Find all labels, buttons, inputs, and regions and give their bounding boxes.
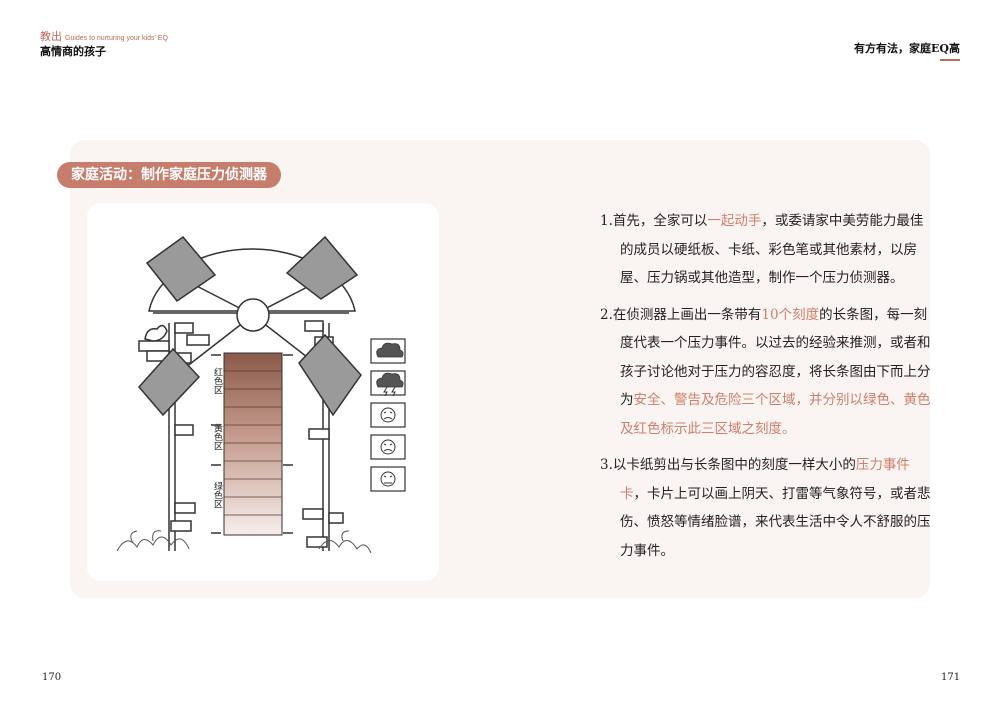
- book-title: 高情商的孩子: [40, 45, 106, 58]
- series-name: 教出: [40, 30, 62, 43]
- brick: [174, 424, 194, 436]
- sad-face-icon: [380, 407, 396, 423]
- step-text: 的长条图，每一刻度代表一个压力事件。以过去的经验来推测，或者和孩子讨论他对于压力…: [620, 306, 931, 409]
- series-english: Guides to nurturing your kids' EQ: [65, 35, 168, 42]
- event-card: [370, 466, 406, 492]
- activity-steps: 1.首先，全家可以一起动手，或委请家中美劳能力最佳的成员以硬纸板、卡纸、彩色笔或…: [600, 207, 932, 573]
- step-number: 3.: [600, 457, 613, 473]
- page-number-left: 170: [42, 672, 62, 683]
- cloudy-icon: [376, 342, 404, 358]
- step-item: 1.首先，全家可以一起动手，或委请家中美劳能力最佳的成员以硬纸板、卡纸、彩色笔或…: [600, 207, 932, 293]
- gauge-ticks: [211, 354, 293, 534]
- brick: [170, 520, 192, 532]
- bird: [144, 324, 168, 342]
- blade-bottom-right: [298, 333, 362, 417]
- event-card: [370, 402, 406, 428]
- highlight-text: 10个刻度: [761, 306, 820, 323]
- highlight-text: 安全、警告及危险三个区域，并分别以绿色、黄色及红色标示此三区域之刻度。: [620, 392, 931, 437]
- plant-decoration: [116, 530, 372, 554]
- highlight-text: 一起动手: [707, 213, 762, 229]
- blade-bottom-left: [138, 347, 201, 417]
- brick: [304, 320, 324, 332]
- zone-label-green: 绿色区: [212, 480, 223, 508]
- angry-face-icon: [380, 439, 396, 455]
- brick: [302, 508, 324, 520]
- brick: [174, 322, 194, 334]
- zone-label-yellow: 黄色区: [212, 422, 223, 450]
- event-card: [370, 434, 406, 460]
- brick: [186, 334, 210, 346]
- pressure-gauge-bar: [223, 352, 283, 536]
- step-text: 首先，全家可以: [612, 213, 708, 229]
- page-number-right: 171: [941, 672, 961, 683]
- step-text: 以卡纸剪出与长条图中的刻度一样大小的: [612, 457, 856, 473]
- step-text: ，卡片上可以画上阴天、打雷等气象符号，或者悲伤、愤怒等情绪脸谱，来代表生活中令人…: [620, 485, 931, 559]
- brick: [138, 340, 170, 352]
- upset-face-icon: [380, 471, 396, 487]
- chapter-underline: [940, 59, 960, 61]
- step-item: 2.在侦测器上画出一条带有10个刻度的长条图，每一刻度代表一个压力事件。以过去的…: [600, 301, 932, 444]
- brick: [308, 428, 330, 440]
- blade-top-left: [145, 235, 217, 303]
- zone-label-red: 红色区: [212, 366, 223, 394]
- chapter-title: 有方有法，家庭EQ高: [854, 42, 960, 55]
- running-header-right: 有方有法，家庭EQ高: [854, 40, 960, 61]
- step-text: ，或委请家中美劳能力最佳的成员以硬纸板、卡纸、彩色笔或其他素材，以房屋、压力锅或…: [620, 213, 924, 286]
- step-number: 1.: [600, 213, 613, 229]
- step-item: 3.以卡纸剪出与长条图中的刻度一样大小的压力事件卡，卡片上可以画上阴天、打雷等气…: [600, 451, 932, 565]
- gauge-divisions: [224, 370, 282, 516]
- highlight-text: 压力事件卡: [620, 457, 910, 502]
- brick: [328, 512, 344, 524]
- step-text: 在侦测器上画出一条带有: [612, 306, 762, 323]
- step-number: 2.: [600, 306, 613, 323]
- brick: [306, 536, 328, 548]
- windmill-hub: [236, 298, 270, 332]
- illustration-card: 红色区 黄色区 绿色区: [87, 203, 439, 581]
- section-title: 家庭活动：制作家庭压力侦测器: [57, 162, 281, 188]
- blade-top-right: [285, 235, 359, 300]
- brick: [174, 502, 196, 514]
- thunderstorm-icon: [376, 372, 404, 388]
- windmill-illustration: 红色区 黄色区 绿色区: [116, 235, 406, 554]
